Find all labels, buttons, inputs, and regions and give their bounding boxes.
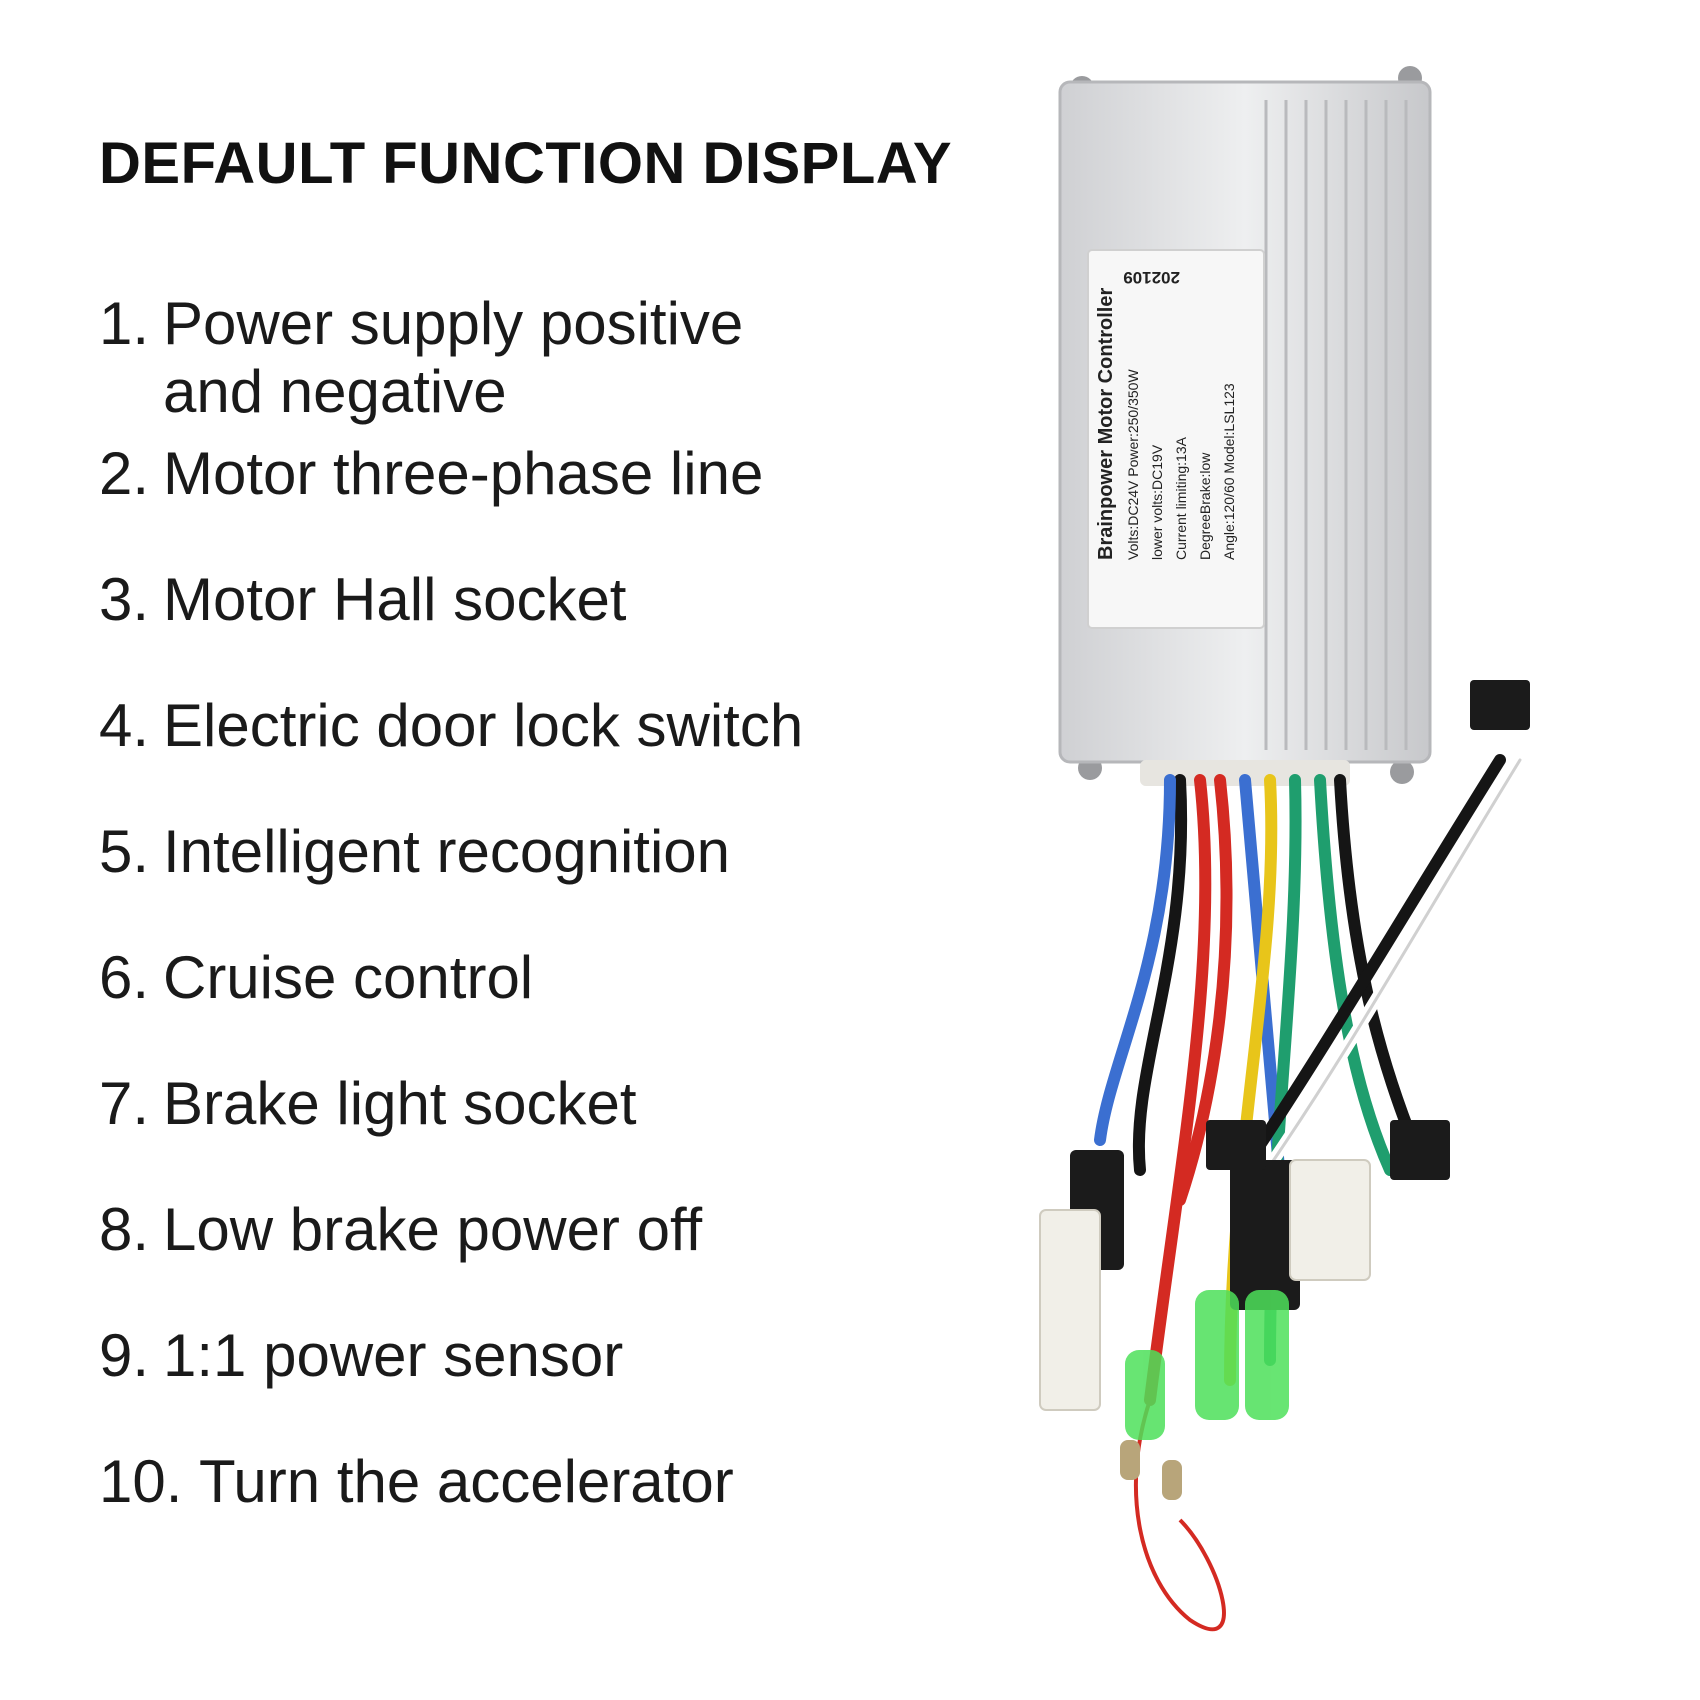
list-item-label: Low brake power off (163, 1196, 703, 1263)
list-item-number: 3. (99, 566, 150, 633)
list-item: 10. Turn the accelerator (99, 1448, 734, 1516)
motor-controller-photo: 202109 Brainpower Motor Controller Volts… (1039, 66, 1530, 1632)
list-item: 6. Cruise control (99, 944, 533, 1012)
list-item-number: 8. (99, 1196, 150, 1263)
list-item-number: 1. (99, 290, 150, 357)
terminal-sleeve-icon (1125, 1290, 1289, 1440)
label-brand: Brainpower Motor Controller (1095, 288, 1117, 560)
list-item: 8. Low brake power off (99, 1196, 702, 1264)
wire-bundle (1094, 754, 1526, 1406)
label-spec-lower-volts: lower volts:DC19V (1149, 444, 1165, 560)
page-title: DEFAULT FUNCTION DISPLAY (99, 131, 953, 196)
list-item-label: Turn the accelerator (199, 1448, 734, 1515)
list-item-label: 1:1 power sensor (163, 1322, 624, 1389)
list-item: 4. Electric door lock switch (99, 692, 803, 760)
list-item-label: Motor three-phase line (163, 440, 764, 507)
cooling-fins (1264, 100, 1408, 750)
list-item-number: 6. (99, 944, 150, 1011)
label-spec-current: Current limiting:13A (1173, 436, 1189, 560)
list-item-label: Power supply positive (163, 290, 744, 357)
list-item-number: 9. (99, 1322, 150, 1389)
list-item-label-continued: and negative (163, 358, 507, 425)
list-item-label: Intelligent recognition (163, 818, 731, 885)
list-item: 9. 1:1 power sensor (99, 1322, 623, 1390)
list-item-label: Electric door lock switch (163, 692, 804, 759)
list-item-number: 7. (99, 1070, 150, 1137)
list-item-label: Brake light socket (163, 1070, 637, 1137)
red-loop-wire (1133, 1399, 1226, 1632)
list-item-number: 10. (99, 1448, 183, 1515)
list-item: 3. Motor Hall socket (99, 566, 626, 634)
list-item-label: Cruise control (163, 944, 534, 1011)
list-item: 1. Power supply positive and negative (99, 290, 743, 426)
white-connector-icon (1039, 1159, 1371, 1411)
bullet-terminal-icon (1120, 1440, 1182, 1500)
label-date: 202109 (1123, 268, 1180, 287)
list-item: 5. Intelligent recognition (99, 818, 730, 886)
list-item-label: Motor Hall socket (163, 566, 627, 633)
list-item: 7. Brake light socket (99, 1070, 637, 1138)
list-item-number: 5. (99, 818, 150, 885)
label-spec-volts: Volts:DC24V Power:250/350W (1125, 369, 1141, 560)
spec-label (1087, 249, 1265, 629)
label-spec-brake: DegreeBrake:low (1197, 452, 1213, 560)
label-spec-angle: Angle:120/60 Model:LSL123 (1221, 383, 1237, 560)
list-item-number: 2. (99, 440, 150, 507)
list-item-number: 4. (99, 692, 150, 759)
list-item: 2. Motor three-phase line (99, 440, 763, 508)
